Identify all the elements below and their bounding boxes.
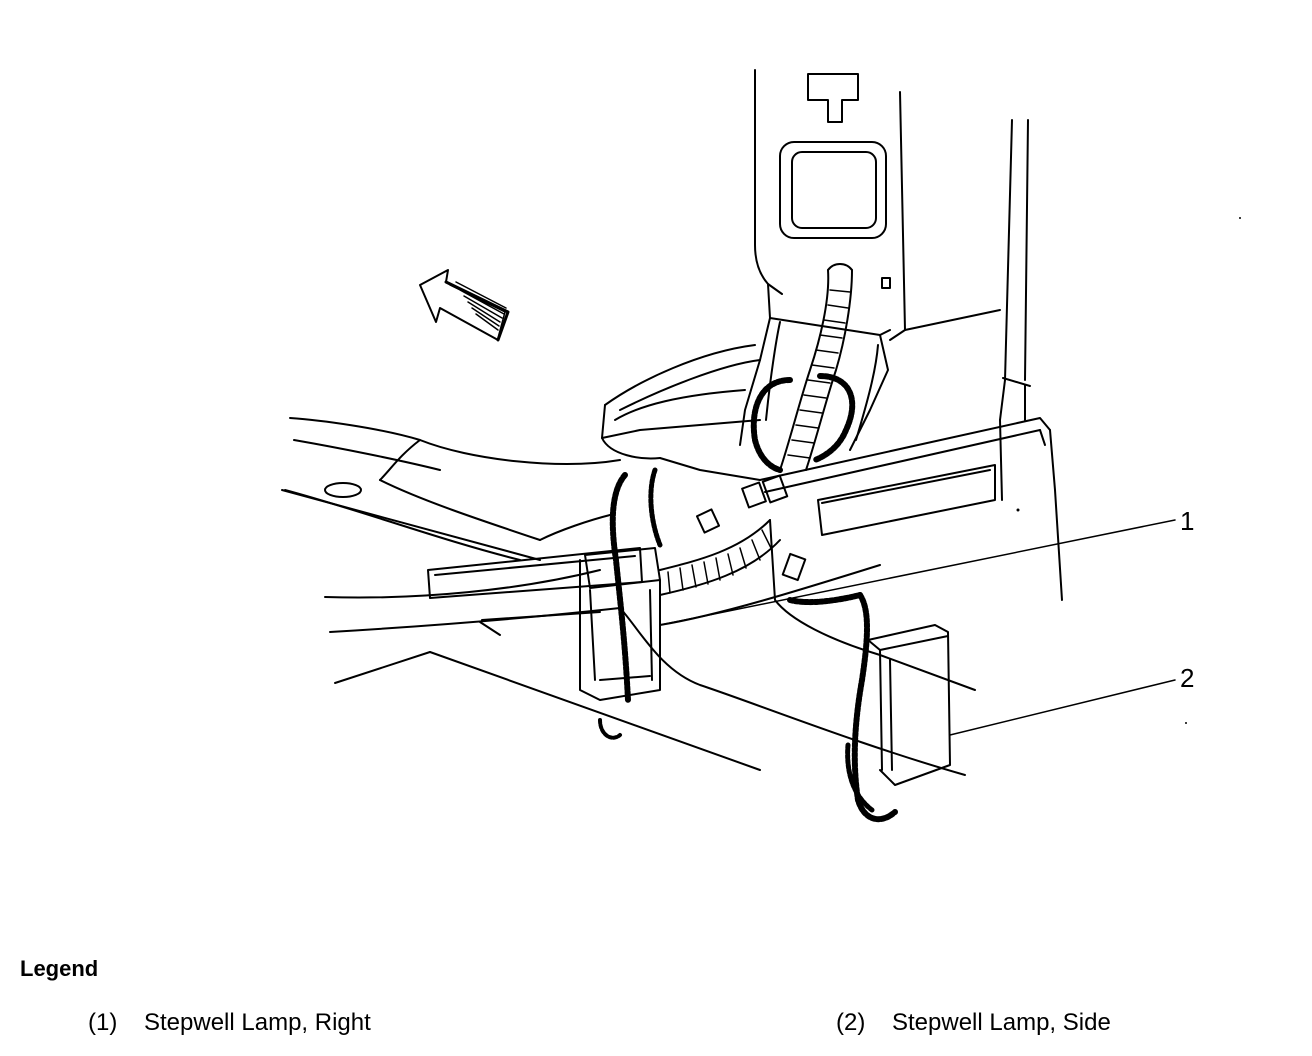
callout-1-label: 1 xyxy=(1180,506,1194,536)
callout-leaders xyxy=(659,519,1176,736)
sill-step-plate xyxy=(759,417,1063,601)
pillar-trim xyxy=(754,69,1031,421)
legend-item-number: (1) xyxy=(88,1009,118,1036)
main-harness xyxy=(659,474,807,596)
legend-item-label: Stepwell Lamp, Right xyxy=(144,1009,371,1036)
legend-item-number: (2) xyxy=(836,1009,866,1036)
pillar-top-tab xyxy=(807,73,859,123)
body-curves xyxy=(281,489,976,776)
floor-panel xyxy=(284,417,621,561)
pillar-pocket xyxy=(739,283,1001,451)
callout-2-label: 2 xyxy=(1180,663,1194,693)
stepwell-lamp-side-housing xyxy=(787,592,951,823)
forward-direction-arrow xyxy=(419,269,510,342)
stepwell-lamp-right-housing xyxy=(579,547,661,701)
stepwell-lamp-diagram: 1 2 xyxy=(281,69,1241,823)
legend-item: (2) Stepwell Lamp, Side xyxy=(836,1009,1111,1037)
sill-trim-upper xyxy=(601,344,761,481)
legend-item: (1) Stepwell Lamp, Right xyxy=(88,1009,371,1037)
wiring-conduit-vertical xyxy=(779,263,853,471)
coiled-wire-loop xyxy=(750,373,856,473)
left-sill-plate xyxy=(427,547,643,636)
left-coiled-wire xyxy=(598,467,663,740)
legend-item-label: Stepwell Lamp, Side xyxy=(892,1009,1111,1036)
legend-title: Legend xyxy=(20,956,99,981)
